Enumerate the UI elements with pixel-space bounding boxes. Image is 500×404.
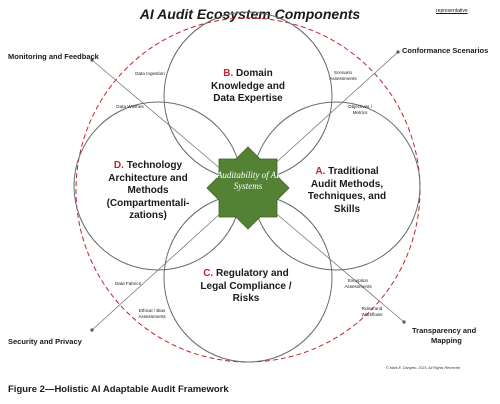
corner-transparency-line2: Mapping — [431, 336, 462, 345]
figure-caption: Figure 2—Holistic AI Adaptable Audit Fra… — [8, 384, 229, 395]
domain-c-text: Regulatory and Legal Compliance / Risks — [200, 268, 292, 304]
diagram-title: AI Audit Ecosystem Components — [139, 6, 361, 22]
spoke-label-data-fabrics: Data Fabrics — [114, 281, 142, 286]
center-auditability-label: Auditability of AI Systems — [216, 170, 280, 191]
corner-conformance-scenarios: Conformance Scenarios — [402, 46, 489, 55]
spoke-bottom-left — [91, 211, 223, 331]
domain-b-text: Domain Knowledge and Data Expertise — [211, 68, 285, 104]
domain-a-letter: A. — [315, 166, 326, 177]
domain-a-text: Traditional Audit Methods, Techniques, a… — [307, 166, 387, 215]
corner-dot-top-right — [396, 50, 400, 54]
spoke-bottom-right — [271, 209, 405, 323]
center-star — [206, 146, 290, 230]
spoke-label-scenario-assessments: Scenario Assessments — [329, 70, 357, 81]
corner-security-privacy: Security and Privacy — [8, 337, 82, 346]
spoke-label-data-washes: Data Washes — [116, 104, 144, 109]
domain-c-label: C. Regulatory and Legal Compliance / Ris… — [196, 268, 296, 306]
spoke-label-objectives-metrics: Objectives / Metrics — [348, 104, 372, 115]
domain-b-letter: B. — [223, 68, 234, 79]
domain-c-letter: C. — [203, 268, 214, 279]
spoke-top-left — [91, 59, 223, 171]
corner-dot-top-left — [90, 58, 94, 62]
spoke-label-exception-assessments: Exception Assessments — [344, 278, 372, 289]
corner-monitoring-feedback: Monitoring and Feedback — [8, 52, 99, 61]
corner-dot-bottom-right — [402, 320, 406, 324]
domain-b-label: B. Domain Knowledge and Data Expertise — [200, 68, 296, 106]
copyright-note: © Mark E. Danyeto, 2023, All Rights Rese… — [386, 366, 460, 370]
domain-d-text: Technology Architecture and Methods (Com… — [106, 160, 190, 221]
domain-a-label: A. Traditional Audit Methods, Techniques… — [304, 166, 390, 216]
spoke-label-rules-workflows: Rules and Workflows — [361, 306, 383, 317]
corner-transparency-line1: Transparency and — [412, 326, 477, 335]
spoke-top-right — [269, 51, 399, 169]
corner-dot-bottom-left — [90, 328, 94, 332]
spoke-label-ethical-bias: Ethical / Bias Assessments — [138, 308, 166, 319]
representative-tag: representative — [436, 8, 468, 14]
domain-d-label: D. Technology Architecture and Methods (… — [96, 160, 200, 223]
spoke-label-data-ingestion: Data Ingestion — [135, 71, 165, 76]
domain-d-letter: D. — [113, 160, 124, 171]
